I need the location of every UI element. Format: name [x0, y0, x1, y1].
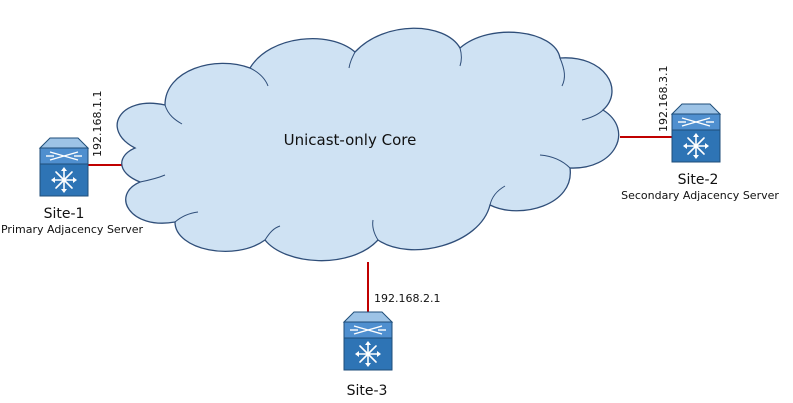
- nexus-switch-icon: [39, 137, 89, 197]
- cloud-shape: [116, 27, 620, 262]
- site-1-ip: 192.168.1.1: [91, 91, 104, 157]
- site-2-name: Site-2: [678, 172, 719, 188]
- site-1: 192.168.1.1 Site-1 Primary Adjacency Ser…: [1, 91, 144, 236]
- cloud-label: Unicast-only Core: [284, 131, 417, 149]
- site-2: 192.168.3.1 Site-2 Secondary Adjacency S…: [621, 66, 779, 202]
- site-3-ip: 192.168.2.1: [374, 292, 440, 305]
- nexus-switch-icon: [671, 103, 721, 163]
- site-1-role: Primary Adjacency Server: [1, 223, 144, 236]
- nexus-switch-icon: [343, 311, 393, 371]
- cloud-core: Unicast-only Core: [116, 27, 620, 262]
- site-3-name: Site-3: [347, 383, 388, 399]
- site-1-name: Site-1: [44, 206, 85, 222]
- site-2-ip: 192.168.3.1: [657, 66, 670, 132]
- site-3: 192.168.2.1 Site-3: [343, 292, 440, 399]
- site-2-role: Secondary Adjacency Server: [621, 189, 779, 202]
